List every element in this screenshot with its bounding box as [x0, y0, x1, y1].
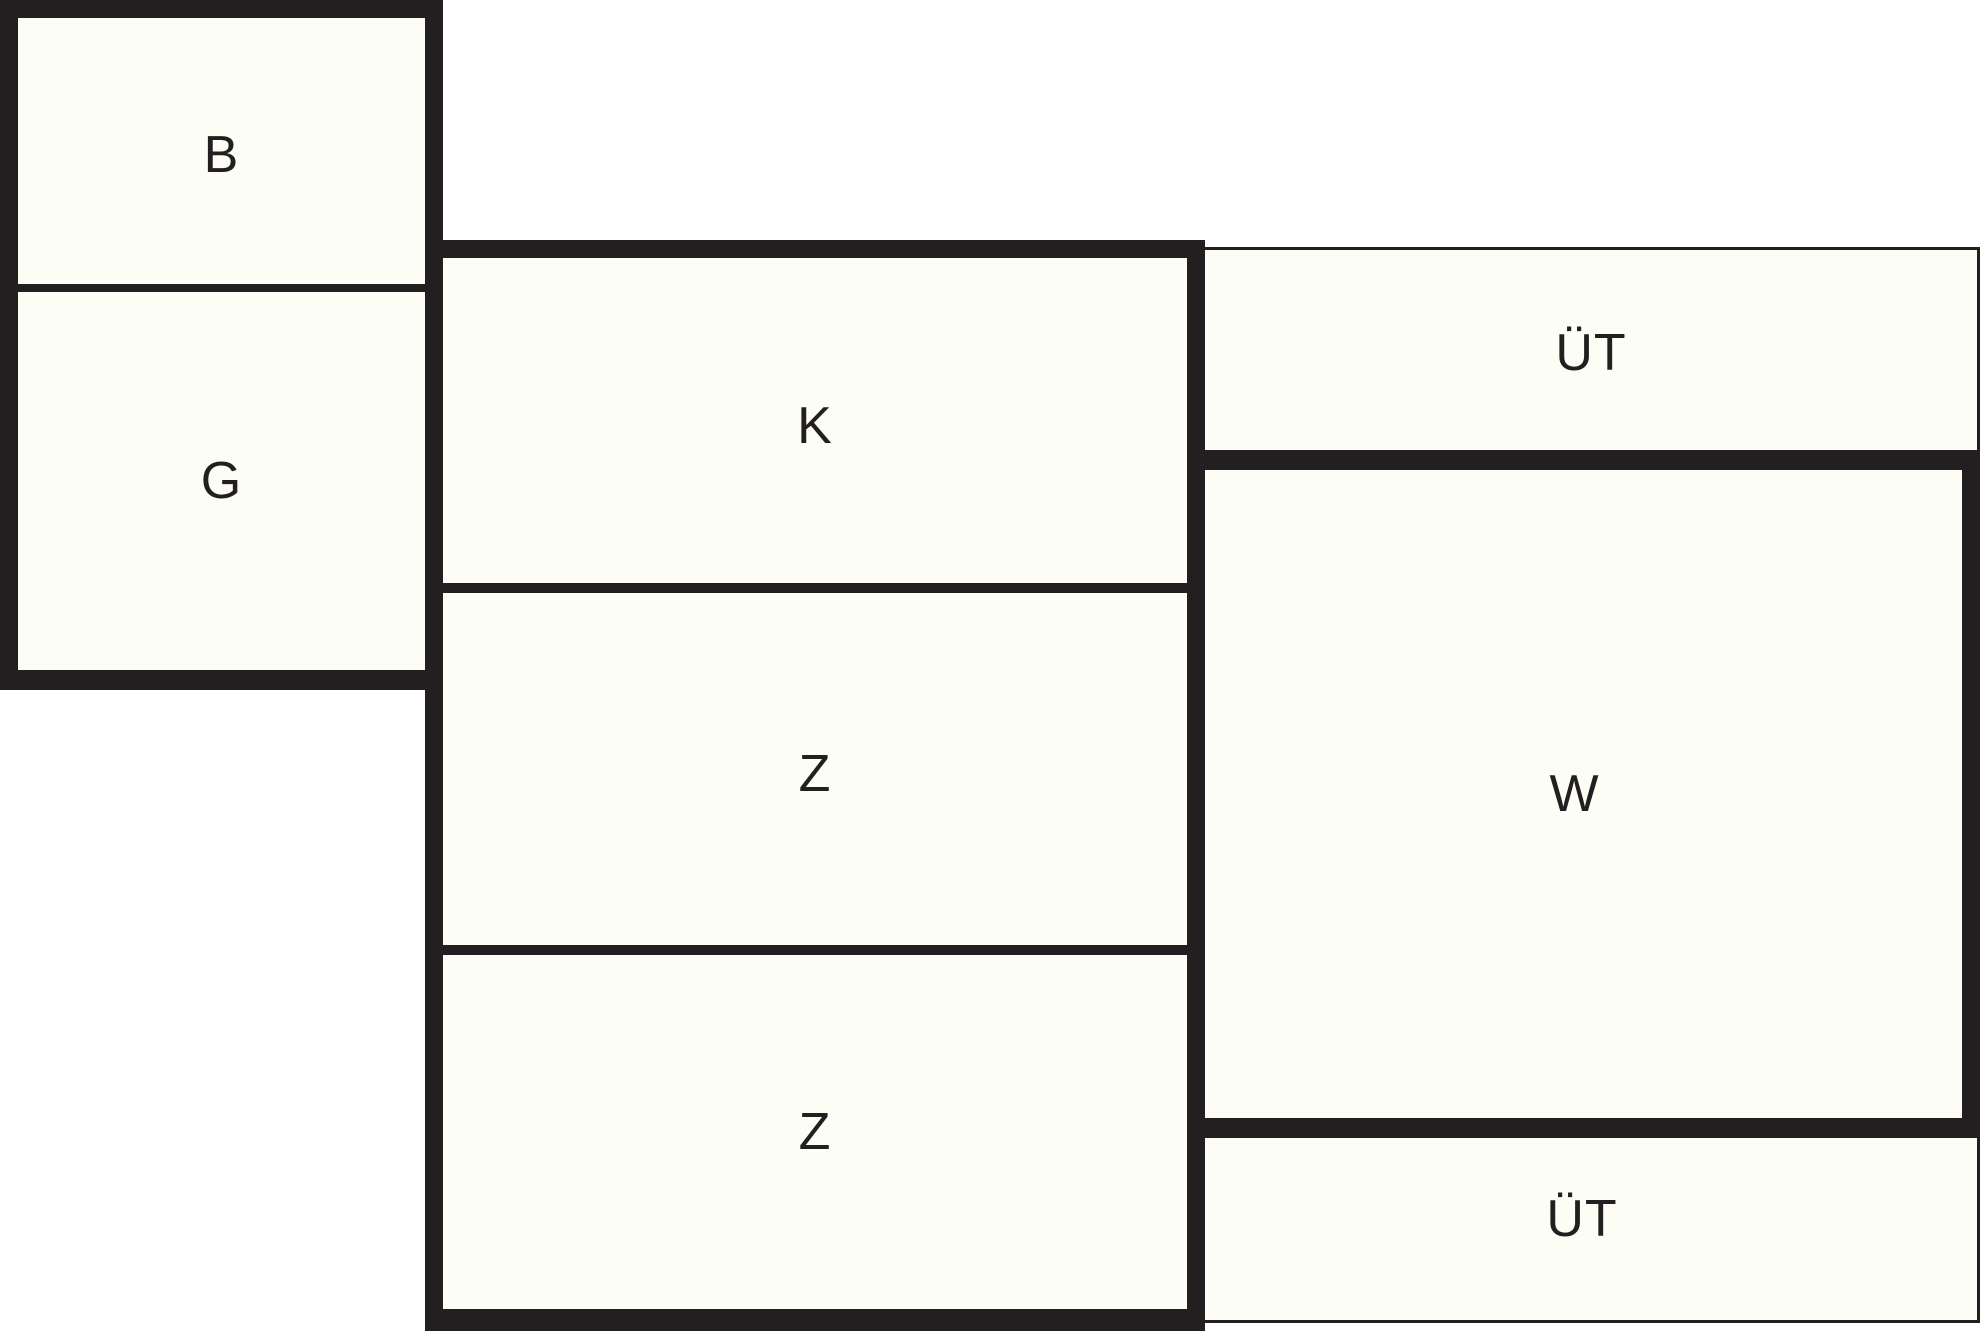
room-k-label: K: [797, 396, 833, 455]
room-z-lower-label: Z: [798, 1103, 832, 1161]
room-w-label: W: [1549, 765, 1600, 823]
room-ut-lower[interactable]: ÜT: [1187, 1118, 1980, 1323]
room-b[interactable]: B: [0, 0, 443, 292]
room-k[interactable]: K: [425, 240, 1205, 593]
room-g[interactable]: G: [0, 284, 443, 690]
room-w[interactable]: W: [1187, 450, 1980, 1138]
room-b-label: B: [203, 126, 240, 184]
room-z-lower[interactable]: Z: [425, 945, 1205, 1331]
room-ut-lower-label: ÜT: [1546, 1190, 1618, 1248]
room-z-upper[interactable]: Z: [425, 583, 1205, 955]
room-ut-upper[interactable]: ÜT: [1205, 247, 1980, 455]
room-z-upper-label: Z: [798, 745, 832, 803]
room-ut-upper-label: ÜT: [1555, 323, 1627, 382]
room-g-label: G: [200, 452, 243, 510]
